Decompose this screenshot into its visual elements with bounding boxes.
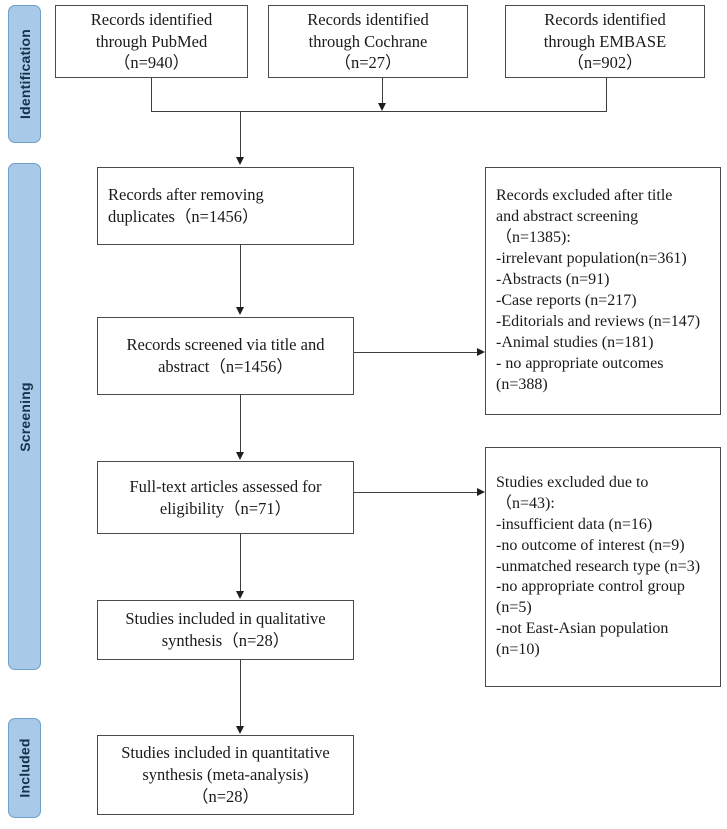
phase-label-included: Included — [16, 738, 33, 798]
box-qualitative-synthesis: Studies included in qualitative synthesi… — [97, 600, 354, 660]
phase-bar-screening: Screening — [8, 163, 41, 670]
exclusion-eligibility-line-3: -no outcome of interest (n=9) — [496, 536, 685, 554]
screened-line2: abstract（n=1456） — [158, 357, 293, 376]
connector-screened-to-fulltext — [240, 395, 241, 452]
box-records-screened: Records screened via title and abstract（… — [97, 317, 354, 395]
arrow-screened-to-exclusion — [477, 348, 485, 356]
phase-bar-included: Included — [8, 718, 41, 818]
connector-embase-stub — [606, 78, 607, 111]
box-records-after-duplicates: Records after removing duplicates（n=1456… — [97, 167, 354, 245]
exclusion-eligibility-line-7: -not East-Asian population — [496, 620, 669, 638]
box-quantitative-synthesis: Studies included in quantitative synthes… — [97, 735, 354, 815]
source-embase-line1: Records identified — [544, 9, 666, 29]
duplicates-line1: Records after removing — [108, 185, 264, 205]
arrow-screened-to-fulltext — [236, 452, 244, 460]
source-box-cochrane: Records identified through Cochrane （n=2… — [268, 5, 468, 78]
box-exclusions-eligibility: Studies excluded due to （n=43): -insuffi… — [485, 447, 721, 687]
quantitative-line1: Studies included in quantitative — [121, 743, 330, 763]
fulltext-line1: Full-text articles assessed for — [129, 476, 322, 496]
connector-pubmed-stub — [151, 78, 152, 111]
quantitative-line2: synthesis (meta-analysis) — [142, 765, 309, 785]
source-pubmed-line2: through PubMed — [95, 31, 208, 51]
qualitative-line1: Studies included in qualitative — [125, 609, 326, 629]
quantitative-line3: （n=28） — [191, 786, 260, 806]
connector-screened-to-exclusion — [354, 352, 478, 353]
exclusion-screening-line-7: -Animal studies (n=181) — [496, 333, 654, 351]
source-cochrane-count: （n=27） — [334, 53, 402, 73]
exclusion-screening-line-9: (n=388) — [496, 375, 548, 393]
fulltext-line2: eligibility（n=71） — [159, 498, 292, 518]
source-pubmed-count: （n=940） — [113, 53, 190, 73]
exclusion-eligibility-line-5: -no appropriate control group — [496, 578, 685, 596]
box-fulltext-assessed: Full-text articles assessed for eligibil… — [97, 461, 354, 534]
exclusion-eligibility-line-2: -insufficient data (n=16) — [496, 515, 653, 533]
exclusion-screening-line-0: Records excluded after title — [496, 187, 673, 205]
arrow-merge-to-duplicates — [236, 157, 244, 165]
qualitative-line2: synthesis（n=28） — [161, 631, 290, 650]
exclusion-eligibility-line-6: (n=5) — [496, 599, 532, 617]
connector-fulltext-to-exclusion — [354, 492, 478, 493]
phase-bar-identification: Identification — [8, 5, 41, 143]
arrow-duplicates-to-screened — [236, 307, 244, 315]
connector-qualitative-to-quantitative — [240, 660, 241, 726]
connector-cochrane-stub — [382, 78, 383, 104]
phase-label-screening: Screening — [16, 381, 33, 452]
arrow-fulltext-to-exclusion — [477, 488, 485, 496]
arrow-cochrane-to-merge — [378, 103, 386, 111]
source-box-pubmed: Records identified through PubMed （n=940… — [55, 5, 248, 78]
connector-merge-to-duplicates — [240, 111, 241, 157]
source-embase-count: （n=902） — [567, 53, 643, 73]
source-pubmed-line1: Records identified — [90, 9, 213, 29]
source-embase-line2: through EMBASE — [543, 31, 667, 51]
source-cochrane-line2: through Cochrane — [308, 31, 428, 51]
source-box-embase: Records identified through EMBASE （n=902… — [505, 5, 705, 78]
phase-label-identification: Identification — [16, 29, 33, 119]
exclusion-screening-line-8: - no appropriate outcomes — [496, 354, 664, 372]
exclusion-screening-line-4: -Abstracts (n=91) — [496, 271, 610, 289]
connector-duplicates-to-screened — [240, 245, 241, 307]
arrow-fulltext-to-qualitative — [236, 591, 244, 599]
exclusion-screening-line-3: -irrelevant population(n=361) — [496, 250, 687, 268]
exclusion-screening-line-1: and abstract screening — [496, 208, 639, 226]
exclusion-eligibility-line-8: (n=10) — [496, 641, 540, 659]
source-cochrane-line1: Records identified — [307, 9, 429, 29]
connector-fulltext-to-qualitative — [240, 534, 241, 591]
connector-merge-rail — [151, 111, 607, 112]
exclusion-eligibility-line-1: （n=43): — [496, 494, 555, 512]
exclusion-screening-line-5: -Case reports (n=217) — [496, 292, 637, 309]
exclusion-eligibility-line-4: -unmatched research type (n=3) — [496, 557, 701, 575]
arrow-qualitative-to-quantitative — [236, 726, 244, 734]
exclusion-screening-line-6: -Editorials and reviews (n=147) — [496, 312, 701, 330]
exclusion-screening-line-2: （n=1385): — [496, 229, 571, 247]
exclusion-eligibility-line-0: Studies excluded due to — [496, 473, 649, 491]
screened-line1: Records screened via title and — [126, 335, 325, 355]
box-exclusions-screening: Records excluded after title and abstrac… — [485, 167, 721, 415]
duplicates-line2: duplicates（n=1456） — [108, 207, 259, 226]
